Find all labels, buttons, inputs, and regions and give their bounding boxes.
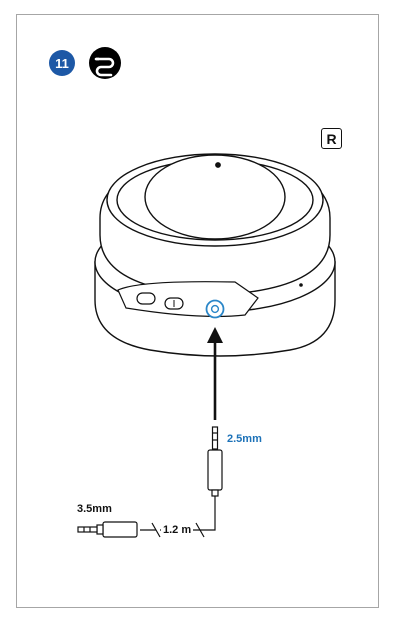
speaker-cover: [144, 154, 286, 240]
step-number-badge: 11: [49, 50, 75, 76]
right-side-marker: R: [321, 128, 342, 149]
insert-arrow: [207, 327, 223, 420]
device-plug-size-label: 3.5mm: [77, 503, 112, 515]
headphone-plug-size-label: 2.5mm: [227, 433, 262, 445]
device-plug: [77, 521, 138, 538]
cable-length-label: 1.2 m: [161, 524, 194, 536]
volume-button: [136, 292, 156, 305]
audio-jack-port: [205, 299, 225, 319]
headphone-plug: [207, 426, 223, 497]
instruction-frame: [16, 14, 379, 608]
cable-icon: [89, 47, 121, 79]
ear-cup: [94, 153, 336, 357]
